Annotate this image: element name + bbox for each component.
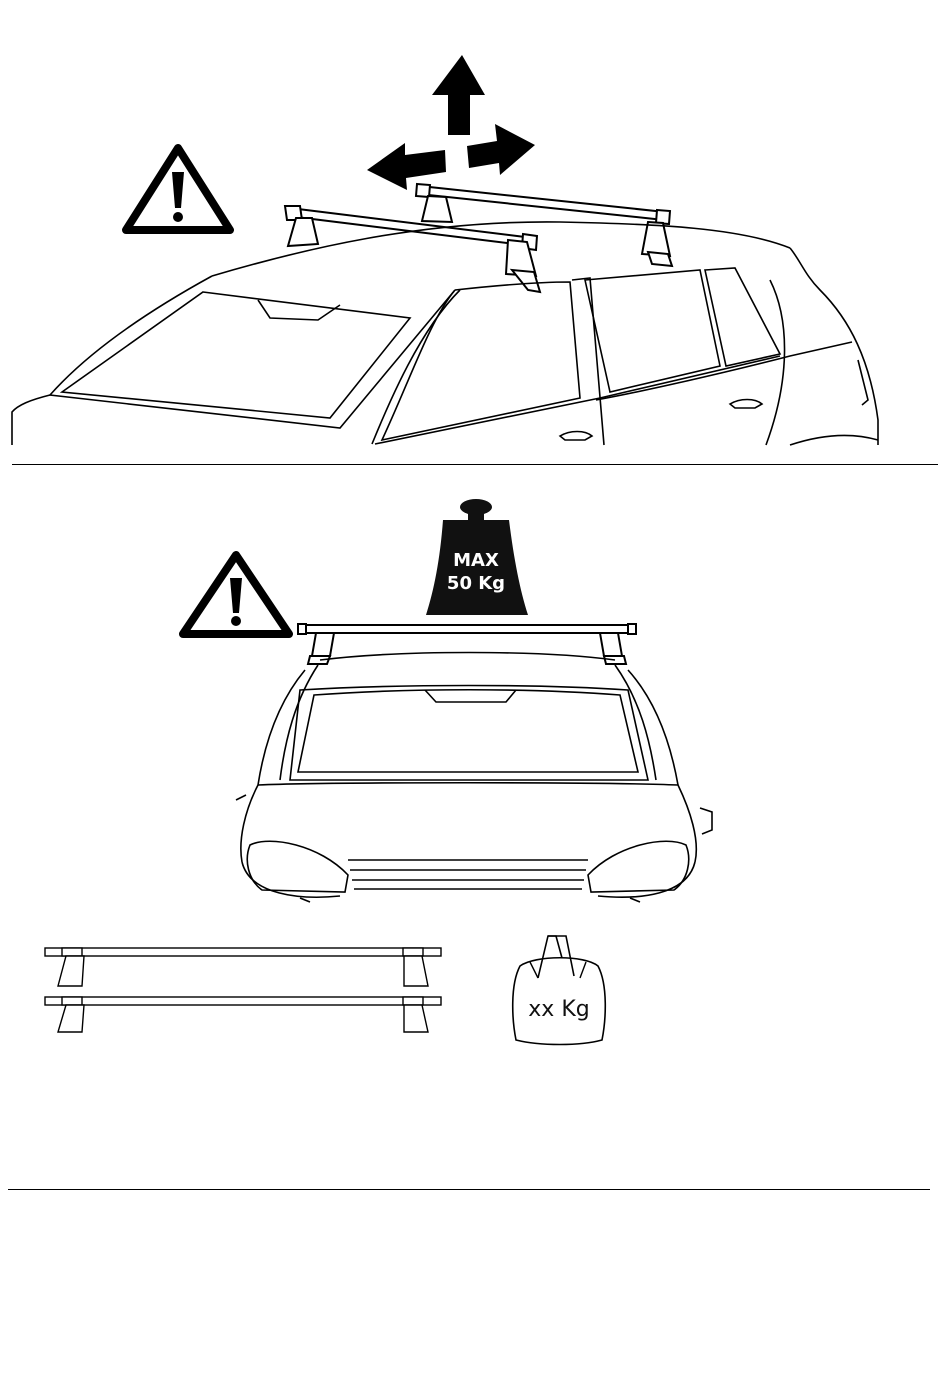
car-side-illustration <box>0 0 950 460</box>
car-body-side <box>12 222 878 445</box>
contents-illustration: xx Kg <box>0 905 950 1105</box>
roof-rack-rear <box>298 624 636 664</box>
car-body-rear <box>236 653 712 903</box>
side-view-panel <box>0 0 950 460</box>
section-divider <box>8 1189 930 1190</box>
bag-weight-label: xx Kg <box>528 997 589 1022</box>
roof-bar-icon <box>45 948 441 986</box>
car-rear-illustration: MAX 50 Kg <box>0 470 950 900</box>
roof-bar-icon <box>45 997 441 1032</box>
weight-max-label: MAX <box>453 550 499 571</box>
direction-arrows-icon <box>367 55 535 190</box>
bag-icon: xx Kg <box>513 936 606 1045</box>
weight-icon: MAX 50 Kg <box>426 499 528 615</box>
section-divider <box>12 464 938 465</box>
weight-value-label: 50 Kg <box>447 573 505 594</box>
rear-view-panel: MAX 50 Kg <box>0 470 950 900</box>
warning-icon <box>183 555 289 634</box>
contents-panel: xx Kg <box>0 905 950 1105</box>
roof-rack-side <box>285 184 672 292</box>
warning-icon <box>126 148 230 230</box>
